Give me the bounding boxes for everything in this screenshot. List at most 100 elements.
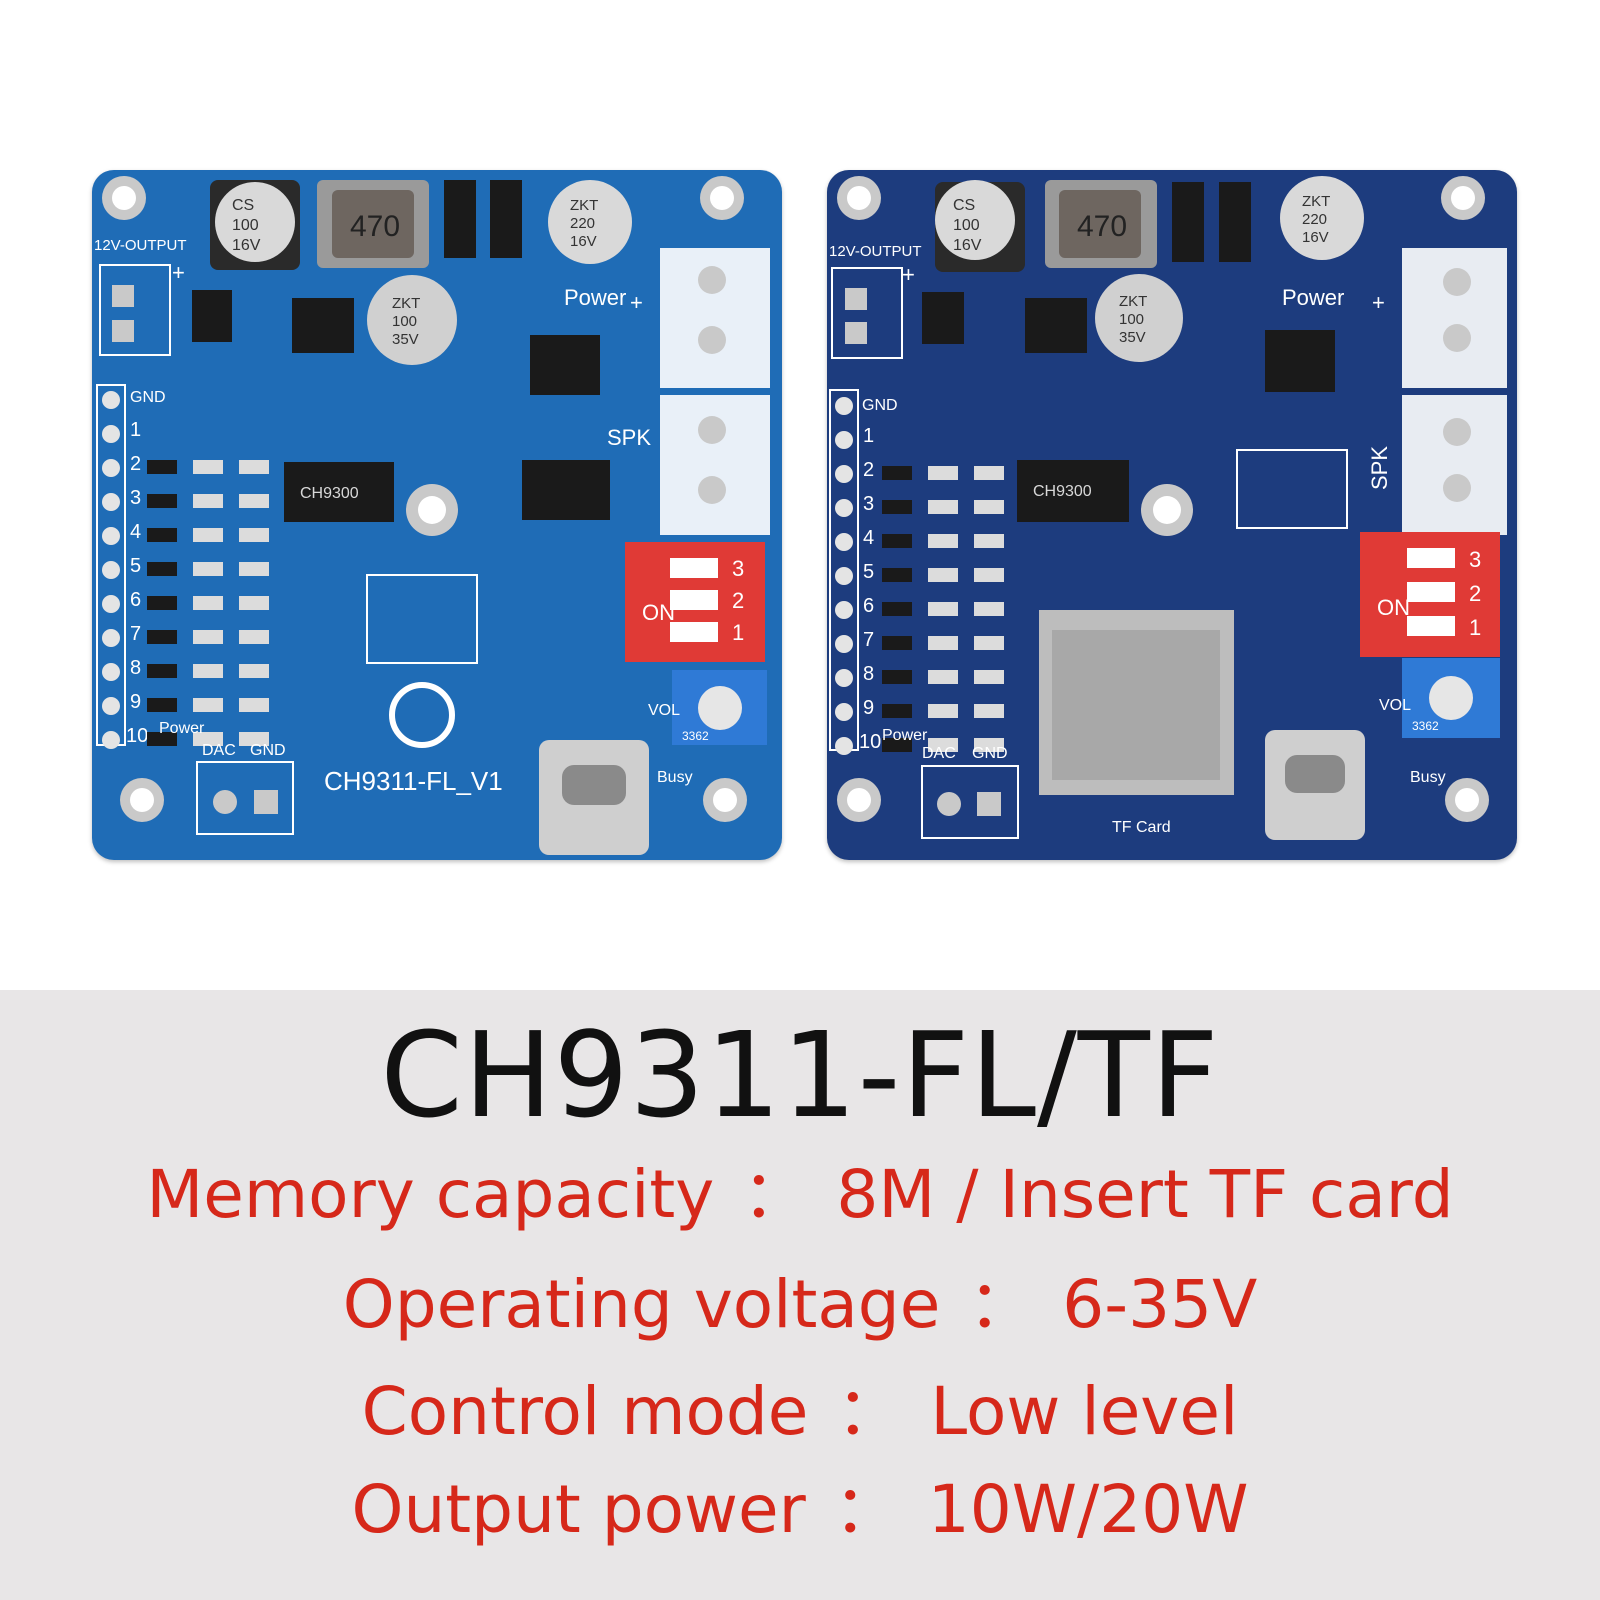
diode-1 (1172, 182, 1204, 262)
pcb-board-tf-drawing: CS 100 16V 470 ZKT 220 16V ZKT 100 3 (829, 176, 1507, 840)
regulator-78l05 (192, 290, 232, 342)
pin-pad (835, 737, 853, 755)
pin-pad (102, 595, 120, 613)
smd-component (193, 732, 223, 746)
ic-chip-xl (1025, 298, 1087, 353)
svg-text:ZKT: ZKT (392, 295, 420, 312)
svg-text:SPK: SPK (607, 425, 651, 450)
smd-component (928, 738, 958, 752)
svg-text:+: + (902, 262, 915, 287)
diode-ss34-1 (444, 180, 476, 258)
pin-number-labels: 1 2 3 4 5 6 7 8 9 10 (126, 419, 148, 747)
smd-component (974, 466, 1004, 480)
product-photo-area: CS 100 16V 470 ZKT 220 16V (92, 170, 1517, 860)
svg-text:1: 1 (1469, 615, 1481, 640)
pin-pad (102, 459, 120, 477)
smd-component (974, 602, 1004, 616)
smd-component (974, 636, 1004, 650)
pin-pad (102, 697, 120, 715)
smd-component (147, 528, 177, 542)
svg-text:470: 470 (350, 210, 400, 243)
pin-pad (102, 629, 120, 647)
spec-label: Output power (351, 1471, 806, 1548)
smd-component (974, 738, 1004, 752)
pin-pad (102, 731, 120, 749)
capacitor-zkt-100-35v: ZKT 100 35V (367, 275, 457, 365)
resistor-array (882, 466, 1004, 752)
svg-text:2: 2 (732, 588, 744, 613)
smd-component (928, 636, 958, 650)
svg-text:7: 7 (130, 623, 141, 645)
spec-panel (0, 990, 1600, 1600)
smd-component (193, 664, 223, 678)
svg-text:100: 100 (392, 313, 417, 330)
spec-separator: ： (836, 1373, 903, 1450)
svg-text:100: 100 (953, 217, 980, 234)
inductor-470: 470 (1045, 180, 1157, 268)
smd-component (193, 630, 223, 644)
smd-component (147, 732, 177, 746)
spec-label: Operating voltage (342, 1266, 941, 1343)
svg-text:DAC: DAC (202, 742, 236, 759)
svg-text:CH9311-FL_V1: CH9311-FL_V1 (324, 766, 503, 796)
smd-component (928, 670, 958, 684)
pin-pad (835, 465, 853, 483)
svg-text:16V: 16V (570, 233, 597, 250)
smd-component (239, 664, 269, 678)
output-terminal-outline (831, 267, 903, 359)
smd-component (239, 528, 269, 542)
svg-text:1: 1 (732, 620, 744, 645)
svg-text:4: 4 (863, 527, 874, 549)
pin-header-pads (102, 391, 120, 749)
pin-number-labels: 1 2 3 4 5 6 7 8 9 10 (859, 425, 881, 753)
main-chip-ch9300 (1017, 460, 1129, 522)
svg-text:Busy: Busy (1410, 769, 1446, 786)
spec-output-power: Output power：10W/20W (0, 1470, 1600, 1550)
smd-component (239, 562, 269, 576)
svg-text:Busy: Busy (657, 769, 693, 786)
pin-pad (835, 499, 853, 517)
pin-pad (835, 635, 853, 653)
dip-switch: ON 1 2 3 (1360, 532, 1500, 657)
svg-text:ZKT: ZKT (1119, 293, 1147, 310)
potentiometer-vol: 3362 (1402, 658, 1500, 738)
svg-text:3: 3 (130, 487, 141, 509)
smd-component (974, 568, 1004, 582)
resistor-array (147, 460, 269, 746)
diode-2 (1219, 182, 1251, 262)
pin-pad (835, 431, 853, 449)
svg-text:1: 1 (130, 419, 141, 441)
smd-component (882, 500, 912, 514)
ic-chip-ns4110b (530, 335, 600, 395)
svg-text:ON: ON (1377, 595, 1410, 620)
pin-pad (102, 425, 120, 443)
mounting-holes (102, 176, 747, 822)
speaker-terminal (660, 395, 770, 535)
smd-component (928, 568, 958, 582)
smd-component (147, 460, 177, 474)
pin-pad (835, 669, 853, 687)
dac-terminal (196, 761, 294, 835)
smd-component (193, 460, 223, 474)
capacitor-zkt-100-35v: ZKT 100 35V (1095, 274, 1183, 362)
pin-pad (102, 493, 120, 511)
smd-component (882, 568, 912, 582)
svg-text:8: 8 (130, 657, 141, 679)
regulator-78l05 (922, 292, 964, 344)
pin-pad (835, 601, 853, 619)
svg-text:2: 2 (1469, 581, 1481, 606)
output-terminal-outline (99, 264, 171, 356)
pin-pad (835, 397, 853, 415)
spec-separator: ： (833, 1471, 900, 1548)
svg-text:3: 3 (863, 493, 874, 515)
spec-value: 8M / Insert TF card (836, 1156, 1454, 1233)
capacitor-cs-100-16v: CS 100 16V (935, 180, 1025, 272)
smd-component (928, 704, 958, 718)
ic-chip-xl (292, 298, 354, 353)
smd-component (239, 698, 269, 712)
spec-value: Low level (930, 1373, 1239, 1450)
spec-memory-capacity: Memory capacity：8M / Insert TF card (0, 1155, 1600, 1235)
smd-component (147, 494, 177, 508)
svg-text:VOL: VOL (1379, 697, 1411, 714)
svg-text:220: 220 (570, 215, 595, 232)
